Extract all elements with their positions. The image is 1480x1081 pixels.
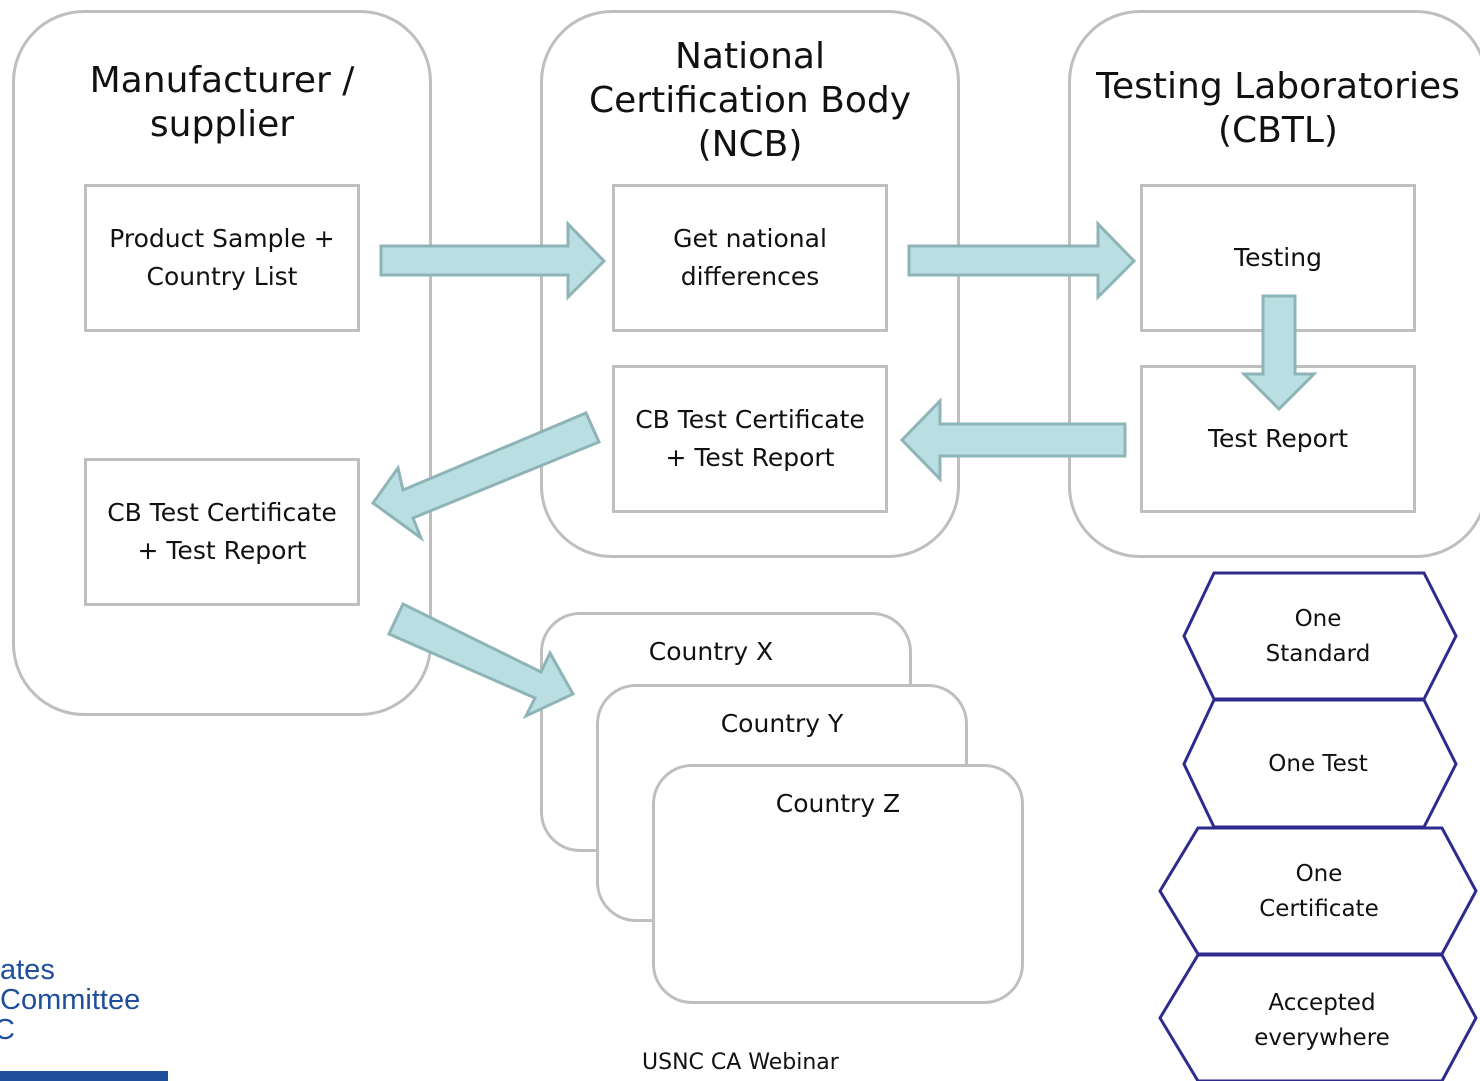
principle-accepted-everywhere: Accepted everywhere: [1254, 990, 1390, 1051]
principle-one-certificate: One Certificate: [1259, 861, 1379, 922]
cb-test-certificate-box-ncb: CB Test Certificate + Test Report: [612, 365, 888, 513]
arrow-ncb-to-cbtl: [907, 220, 1137, 301]
logo-line-3: C: [0, 1014, 15, 1046]
arrow-manufacturer-to-ncb: [379, 220, 607, 301]
country-z-label: Country Z: [775, 789, 901, 818]
arrow-ncb-to-manufacturer: [370, 411, 602, 543]
footer-text: USNC CA Webinar: [642, 1050, 839, 1075]
national-differences-box: Get national differences: [612, 184, 888, 332]
ncb-title: National Certification Body (NCB): [589, 36, 912, 165]
country-x-label: Country X: [648, 637, 774, 666]
principle-one-test: One Test: [1268, 750, 1368, 777]
logo-bar: [0, 1071, 168, 1081]
logo-line-2: Committee: [0, 984, 141, 1016]
principle-one-standard: One Standard: [1265, 606, 1371, 667]
usnc-logo: ates Committee C: [0, 955, 180, 1081]
hexagon-accepted-everywhere: [1158, 953, 1478, 1081]
arrow-manufacturer-to-countries: [386, 601, 576, 720]
logo-line-1: ates: [0, 955, 55, 986]
cb-test-certificate-box-manufacturer: CB Test Certificate + Test Report: [84, 458, 360, 606]
country-card-z: Country Z: [652, 764, 1024, 1004]
arrow-cbtl-to-ncb: [899, 397, 1127, 483]
cbtl-title: Testing Laboratories (CBTL): [1096, 66, 1460, 151]
country-y-label: Country Y: [720, 709, 844, 738]
product-sample-box: Product Sample + Country List: [84, 184, 360, 332]
arrow-testing-to-report: [1240, 294, 1318, 412]
manufacturer-title: Manufacturer / supplier: [89, 60, 355, 145]
